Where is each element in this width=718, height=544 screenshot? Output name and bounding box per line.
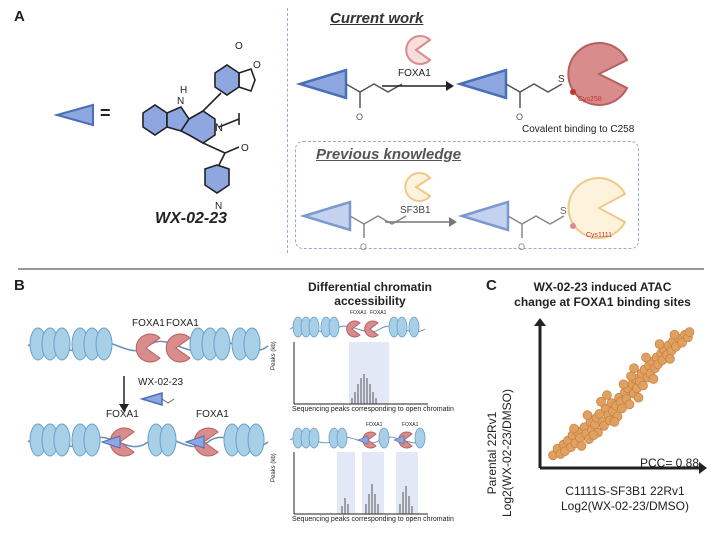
scatter-point <box>629 363 639 374</box>
svg-text:N: N <box>215 201 222 212</box>
current-work-title: Current work <box>330 10 424 27</box>
previous-knowledge-box <box>295 141 639 249</box>
panel-letter-a: A <box>14 8 25 25</box>
scatter-point <box>588 430 599 440</box>
mini-foxa1-top-left: FOXA1 <box>350 310 367 316</box>
svg-text:O: O <box>235 41 243 52</box>
foxa1-bottom-right-label: FOXA1 <box>196 409 229 420</box>
open-region-highlight-bottom-1 <box>337 452 355 514</box>
peaks-plot-bottom <box>293 452 428 515</box>
peaks-ylabel-bottom: Peaks (kb) <box>271 453 277 482</box>
sf3b1-bound-pacman-icon <box>567 177 627 239</box>
scatter-point <box>609 417 620 427</box>
scatter-plot <box>534 318 707 474</box>
mini-foxa1-bottom-left: FOXA1 <box>366 422 383 428</box>
foxa1-label: FOXA1 <box>398 68 431 79</box>
scatter-xlabel: C1111S-SF3B1 22Rv1 Log2(WX-02-23/DMSO) <box>540 484 710 514</box>
caption-bottom: Sequencing peaks corresponding to open c… <box>292 516 454 523</box>
scatter-point <box>602 390 612 400</box>
svg-text:N: N <box>177 96 184 107</box>
compound-name: WX-02-23 <box>155 210 228 227</box>
svg-text:S: S <box>558 74 565 85</box>
scatter-point <box>569 423 579 434</box>
chromatin-strand-top <box>27 327 269 363</box>
svg-text:O: O <box>360 242 367 252</box>
foxa1-top-right-label: FOXA1 <box>166 318 199 329</box>
panel-letter-b: B <box>14 277 25 294</box>
reaction-arrow-current <box>382 81 454 91</box>
svg-text:O: O <box>253 60 261 71</box>
treatment-label: WX-02-23 <box>138 377 184 388</box>
treatment-arrow <box>119 376 129 412</box>
scatter-point <box>641 352 651 363</box>
foxa1-top-left-label: FOXA1 <box>132 318 165 329</box>
pcc-annotation: PCC= 0.88 <box>640 456 700 470</box>
scatter-ylabel-line2: Log2(WX-02-23/DMSO) <box>500 388 514 518</box>
scatter-xlabel-line2: Log2(WX-02-23/DMSO) <box>560 499 690 513</box>
scatter-point <box>648 374 659 384</box>
mini-chromatin-top <box>289 316 426 338</box>
reaction-arrow-previous <box>385 217 457 227</box>
chromatin-strand-bottom <box>27 423 269 457</box>
panel-c-title-line1: WX-02-23 induced ATAC <box>533 280 672 294</box>
sf3b1-pacman-icon <box>404 172 432 202</box>
foxa1-bottom-left-label: FOXA1 <box>106 409 139 420</box>
ligand-triangle-icon <box>53 103 94 127</box>
panel-c-title-line2: change at FOXA1 binding sites <box>514 295 691 309</box>
open-region-highlight-top <box>349 342 389 404</box>
mini-foxa1-top-right: FOXA1 <box>370 310 387 316</box>
scatter-point <box>599 421 609 431</box>
open-region-highlight-bottom-2 <box>362 452 384 514</box>
svg-text:O: O <box>241 143 249 154</box>
svg-text:O: O <box>518 242 525 252</box>
covalent-note: Covalent binding to C258 <box>522 124 635 135</box>
mini-chromatin-bottom <box>289 427 426 449</box>
caption-top: Sequencing peaks corresponding to open c… <box>292 406 454 413</box>
scatter-ylabel: Parental 22Rv1 Log2(WX-02-23/DMSO) <box>485 383 515 523</box>
scatter-points <box>548 327 695 461</box>
peaks-plot-top <box>293 342 428 405</box>
scatter-point <box>624 399 635 410</box>
scatter-point <box>576 441 587 451</box>
svg-text:H: H <box>180 85 187 96</box>
previous-knowledge-title: Previous knowledge <box>316 146 462 163</box>
treatment-ligand-icon <box>139 391 175 407</box>
scatter-ylabel-line1: Parental 22Rv1 <box>485 411 499 495</box>
scatter-point <box>638 380 648 391</box>
open-region-highlight-bottom-3 <box>396 452 418 514</box>
scatter-point <box>617 403 627 414</box>
peaks-ylabel-top: Peaks (kb) <box>271 341 277 370</box>
scatter-point <box>626 371 636 382</box>
svg-text:S: S <box>560 206 567 217</box>
panel-letter-c: C <box>486 277 497 294</box>
scatter-point <box>633 392 644 403</box>
sf3b1-label: SF3B1 <box>400 205 431 216</box>
scatter-point <box>654 339 665 349</box>
scatter-point <box>669 329 680 340</box>
adduct-ligand-previous: O S <box>457 200 567 252</box>
acrylamide-ligand-current: O <box>295 68 403 122</box>
scatter-point <box>596 396 606 407</box>
mini-foxa1-bottom-right: FOXA1 <box>402 422 419 428</box>
panel-b-title: Differential chromatin accessibility <box>307 280 433 308</box>
foxa1-pacman-icon <box>405 35 432 65</box>
adduct-ligand-current: O S <box>455 68 565 122</box>
panel-a-divider <box>287 8 288 253</box>
svg-text:N: N <box>215 122 223 134</box>
wx-02-23-structure: H N N O O O N <box>142 41 261 212</box>
equals-sign: = <box>100 103 111 123</box>
section-divider <box>18 268 704 270</box>
scatter-xlabel-line1: C1111S-SF3B1 22Rv1 <box>565 484 685 498</box>
scatter-point <box>582 410 593 420</box>
panel-c-title: WX-02-23 induced ATAC change at FOXA1 bi… <box>490 280 715 310</box>
cys258-label: Cys258 <box>578 96 602 103</box>
svg-text:O: O <box>516 112 523 122</box>
svg-text:O: O <box>356 112 363 122</box>
scatter-point <box>618 379 629 390</box>
cys1111-label: Cys1111 <box>586 232 613 239</box>
scatter-point <box>684 327 695 337</box>
scatter-point <box>665 354 675 364</box>
foxa1-bound-pacman-icon <box>567 42 629 106</box>
